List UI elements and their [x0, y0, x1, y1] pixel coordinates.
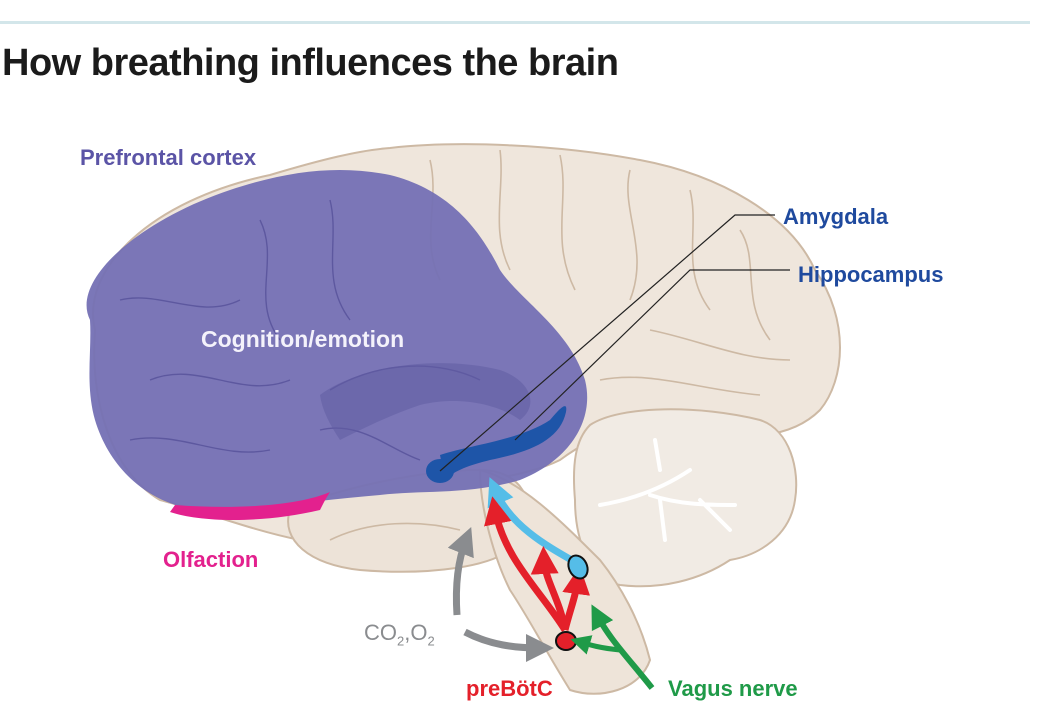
- label-hippocampus: Hippocampus: [798, 262, 944, 287]
- red-arrow-1: [484, 496, 568, 632]
- label-cognition-emotion: Cognition/emotion: [201, 326, 405, 352]
- label-co2-o2: CO2,O2: [364, 620, 435, 648]
- prebotc-nucleus: [555, 631, 577, 651]
- label-o-sub: 2: [427, 633, 435, 649]
- red-arrow-2: [530, 546, 569, 631]
- page-title: How breathing influences the brain: [2, 42, 619, 84]
- label-vagus-nerve: Vagus nerve: [668, 676, 798, 701]
- label-prefrontal-cortex: Prefrontal cortex: [80, 145, 257, 170]
- label-olfaction: Olfaction: [163, 547, 259, 572]
- green-arrow-branch: [570, 635, 621, 655]
- cerebellum-arbor-vitae: [598, 438, 737, 542]
- label-prebotc: preBötC: [466, 676, 553, 701]
- corpus-callosum: [320, 363, 531, 440]
- label-sep: ,: [404, 620, 411, 645]
- green-arrow-vagus: [591, 604, 655, 690]
- hippocampus-leader-line: [514, 269, 790, 441]
- label-co-sub: 2: [397, 633, 405, 649]
- hippocampus-region: [440, 406, 567, 480]
- label-amygdala: Amygdala: [783, 204, 889, 229]
- prefrontal-cortex-region: [86, 170, 588, 510]
- olfaction-region: [170, 492, 330, 520]
- blue-nucleus: [567, 554, 589, 580]
- top-divider: [0, 21, 1030, 24]
- gray-arrow-right: [463, 628, 554, 662]
- label-co: CO: [364, 620, 397, 645]
- label-o: O: [410, 620, 428, 645]
- amygdala-leader-line: [439, 214, 775, 472]
- prefrontal-sulci: [119, 199, 481, 461]
- cerebellum: [572, 408, 798, 588]
- gray-arrow-up: [447, 526, 474, 616]
- red-arrow-3: [561, 566, 591, 631]
